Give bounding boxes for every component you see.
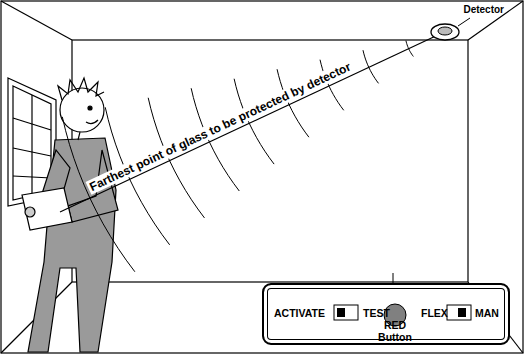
- detector: Detector: [418, 2, 508, 48]
- range-label: Farthest point of glass to be protected …: [86, 59, 355, 195]
- control-panel: RED ButtonACTIVATETESTFLEXMAN: [262, 283, 510, 345]
- part-label: Detector: [463, 4, 504, 15]
- switch-label: FLEX: [421, 307, 448, 319]
- range-line: [60, 34, 440, 212]
- switch-label: TEST: [363, 307, 390, 319]
- switch-label: ACTIVATE: [274, 307, 325, 319]
- wave-arc: [406, 41, 413, 57]
- ceiling-edge: [1, 1, 72, 40]
- wave-arc: [363, 50, 379, 83]
- back-wall: [72, 40, 468, 282]
- person: [22, 78, 118, 352]
- sound-waves: [62, 41, 413, 272]
- wave-arc: [62, 117, 135, 272]
- switch-label: MAN: [475, 307, 499, 319]
